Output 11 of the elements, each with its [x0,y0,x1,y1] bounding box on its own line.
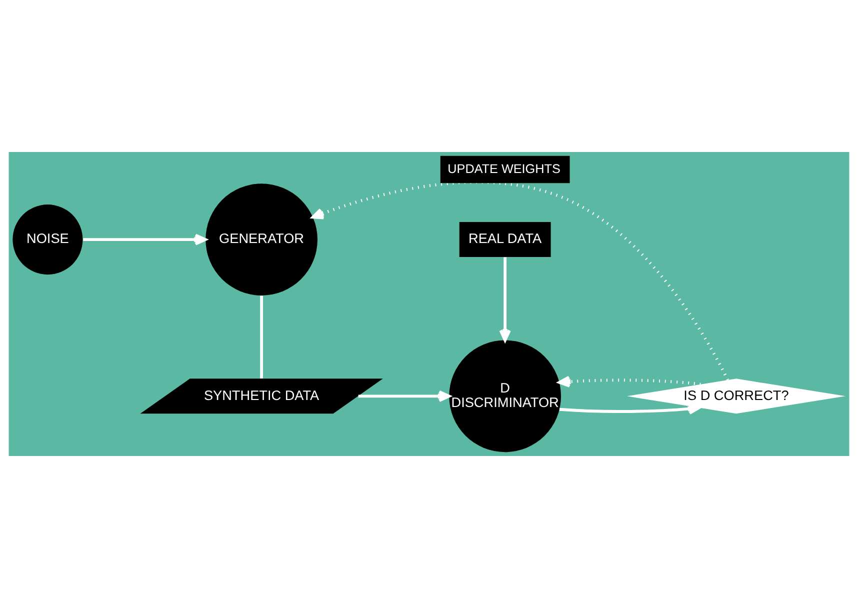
node-circle: NOISE [12,204,83,275]
node-box: REAL DATA [459,222,551,258]
arrow [312,180,730,381]
arrow [358,390,451,402]
connector [260,296,263,378]
arrow [499,257,511,342]
node-circle: GENERATOR [206,184,318,296]
edge-label: UPDATE WEIGHTS [448,162,560,176]
arrow [558,376,701,388]
arrow [83,234,207,246]
node-circle: D DISCRIMINATOR [449,340,561,452]
